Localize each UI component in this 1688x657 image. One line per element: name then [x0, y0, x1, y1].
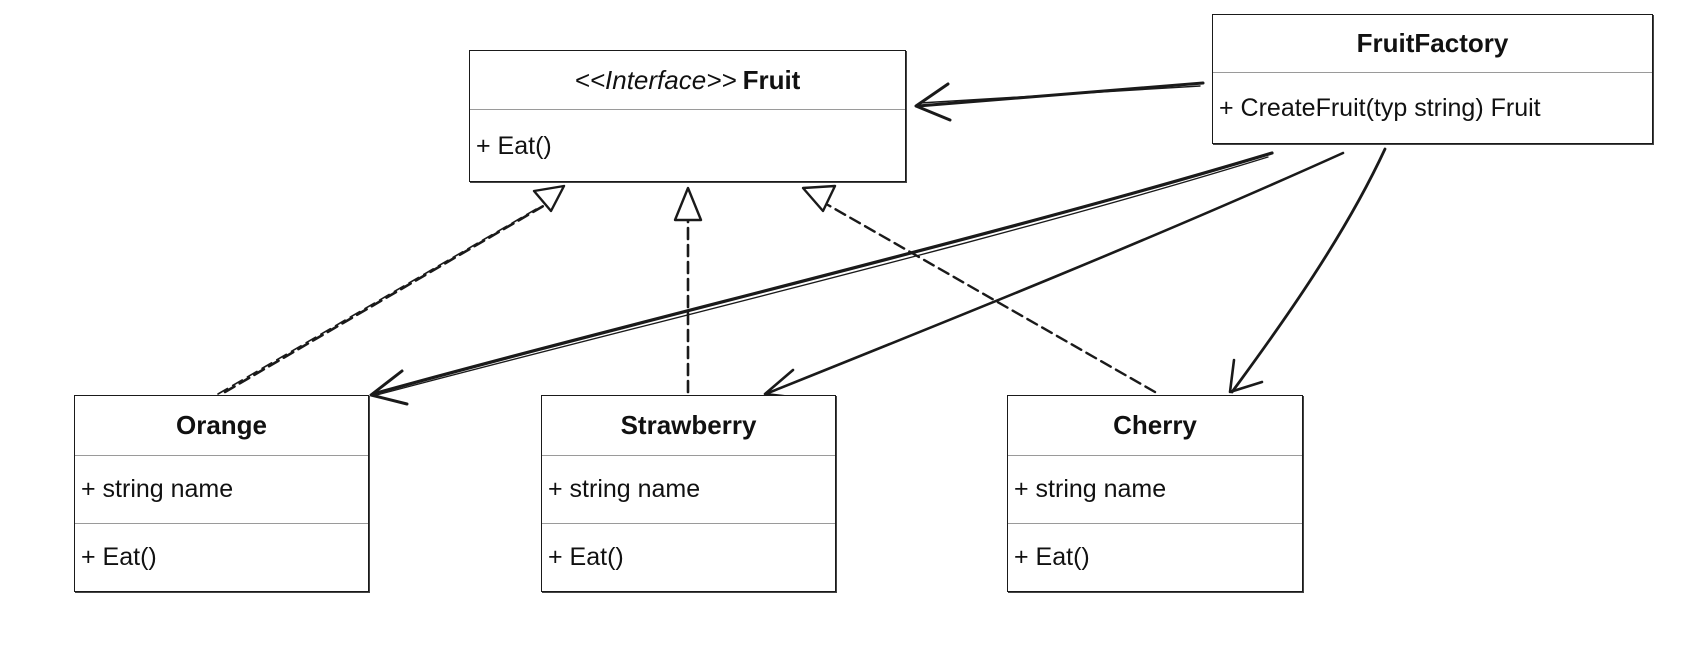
class-orange-box[interactable]: Orange + string name + Eat() [74, 395, 369, 592]
realization-orange-fruit [217, 184, 566, 395]
class-orange-attribute: + string name [75, 456, 368, 524]
association-factory-strawberry [763, 151, 1345, 400]
class-orange-header: Orange [75, 396, 368, 456]
class-strawberry-attribute: + string name [542, 456, 835, 524]
fruit-factory-method: + CreateFruit(typ string) Fruit [1219, 93, 1541, 122]
realization-arrowhead-orange [532, 184, 566, 213]
fruit-factory-header: FruitFactory [1213, 15, 1652, 73]
class-cherry-method: + Eat() [1014, 542, 1090, 571]
association-factory-orange [369, 151, 1274, 406]
class-cherry-header: Cherry [1008, 396, 1302, 456]
realization-cherry-fruit [801, 184, 1157, 394]
class-cherry-box[interactable]: Cherry + string name + Eat() [1007, 395, 1303, 592]
class-strawberry-box[interactable]: Strawberry + string name + Eat() [541, 395, 836, 592]
interface-stereotype: <<Interface>> [574, 64, 737, 95]
interface-fruit-box[interactable]: <<Interface>> Fruit + Eat() [469, 50, 906, 182]
realization-strawberry-fruit [673, 186, 703, 394]
association-factory-cherry [1228, 147, 1387, 394]
fruit-factory-name: FruitFactory [1356, 28, 1509, 58]
interface-fruit-header: <<Interface>> Fruit [470, 51, 905, 110]
class-orange-name: Orange [175, 410, 268, 440]
class-strawberry-method: + Eat() [548, 542, 624, 571]
class-cherry-attribute: + string name [1008, 456, 1302, 524]
class-strawberry-name: Strawberry [620, 410, 757, 440]
fruit-factory-box[interactable]: FruitFactory + CreateFruit(typ string) F… [1212, 14, 1653, 144]
class-strawberry-header: Strawberry [542, 396, 835, 456]
class-orange-method: + Eat() [81, 542, 157, 571]
association-factory-fruit [914, 81, 1205, 122]
realization-arrowhead-strawberry [673, 186, 703, 222]
interface-name: Fruit [742, 64, 801, 95]
realization-arrowhead-cherry [801, 184, 837, 213]
interface-method: + Eat() [476, 131, 552, 160]
class-cherry-name: Cherry [1113, 410, 1197, 440]
